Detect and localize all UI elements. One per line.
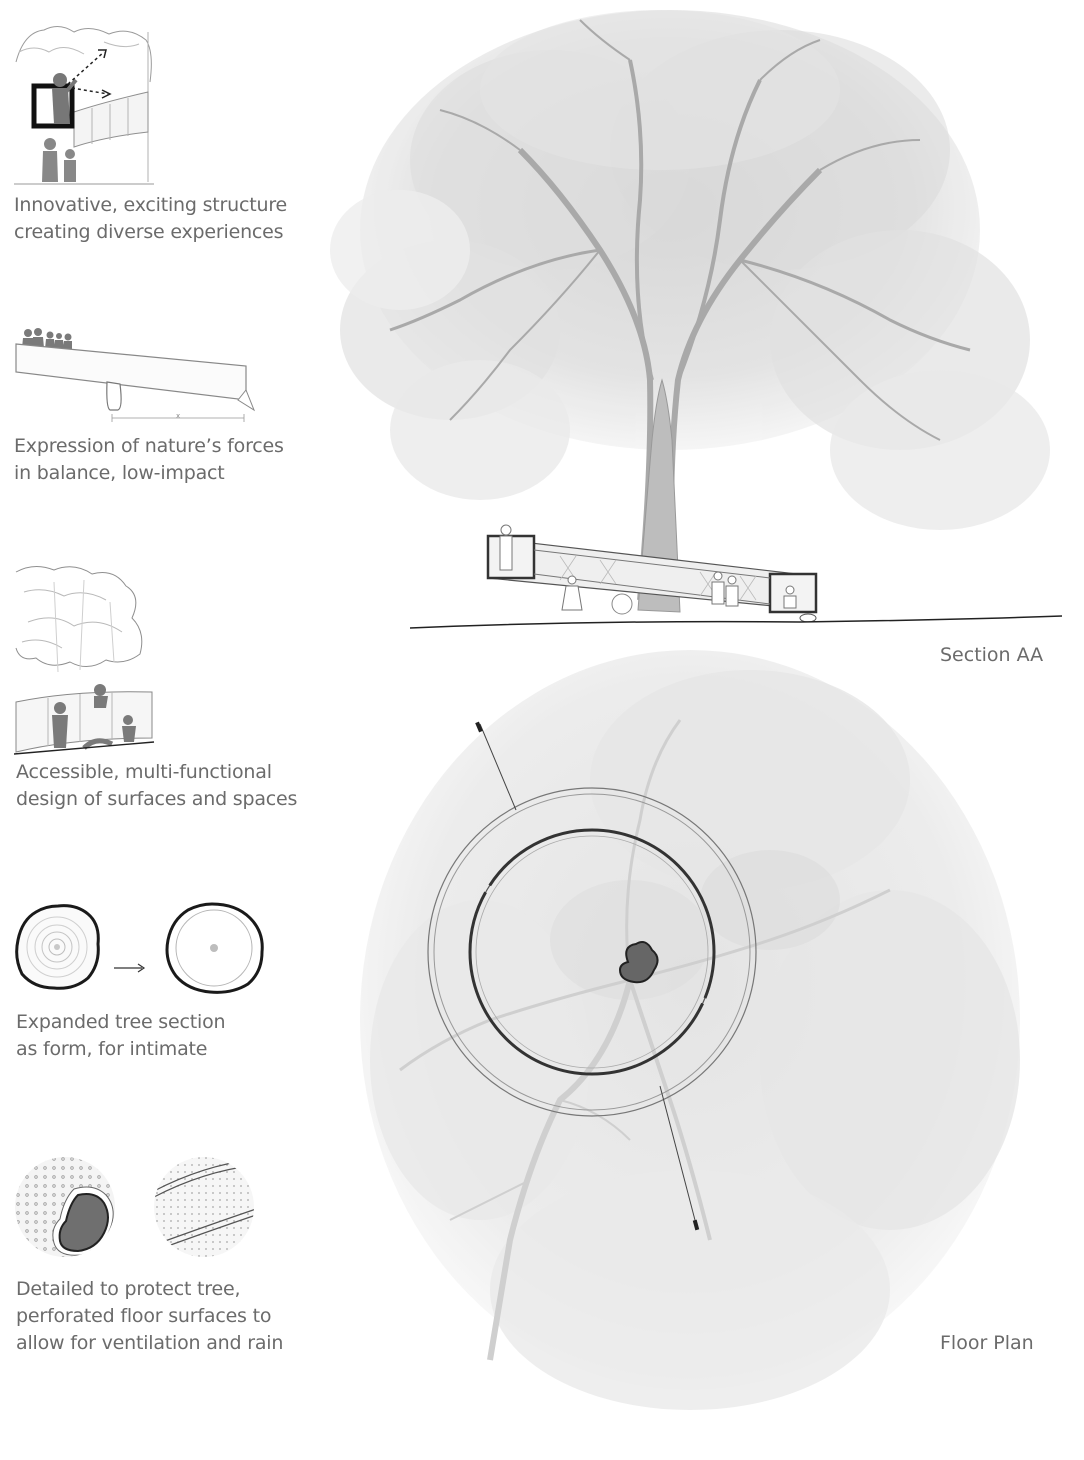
svg-text:x: x [176,412,180,420]
caption-line: Accessible, multi-functional [16,761,272,783]
floor-plan-drawing [330,640,1084,1440]
caption-line: Expanded tree section [16,1011,226,1033]
concept-caption-forces: Expression of nature’s forces in balance… [14,433,314,487]
caption-line: Expression of nature’s forces [14,435,284,457]
section-pavilion [486,524,818,623]
concept-caption-structure: Innovative, exciting structure creating … [14,192,314,246]
caption-line: allow for ventilation and rain [16,1332,284,1354]
floor-plan-label: Floor Plan [940,1332,1034,1354]
section-cut-line-bottom [659,1085,697,1225]
caption-line: Detailed to protect tree, [16,1278,241,1300]
tree-section-icon [14,902,266,994]
section-aa-label: Section AA [940,644,1044,666]
plan-canopy [360,650,1020,1410]
plan-roots [399,719,891,1361]
caption-line: Innovative, exciting structure [14,194,288,216]
caption-line: creating diverse experiences [14,221,284,243]
tree-canopy [330,10,1050,530]
concept-caption-accessible: Accessible, multi-functional design of s… [16,759,316,813]
perforated-floor-icon [14,1155,256,1261]
viewing-box-icon [14,22,154,187]
interior-surfaces-icon [13,562,159,757]
caption-line: perforated floor surfaces to [16,1305,272,1327]
concept-caption-tree-section: Expanded tree section as form, for intim… [16,1009,316,1063]
caption-line: design of surfaces and spaces [16,788,298,810]
section-cut-line-top [479,723,517,811]
caption-line: as form, for intimate [16,1038,208,1060]
balance-beam-icon: x [14,322,259,427]
concept-caption-perforated: Detailed to protect tree, perforated flo… [16,1276,316,1357]
caption-line: in balance, low-impact [14,462,225,484]
section-aa-drawing [300,0,1084,640]
